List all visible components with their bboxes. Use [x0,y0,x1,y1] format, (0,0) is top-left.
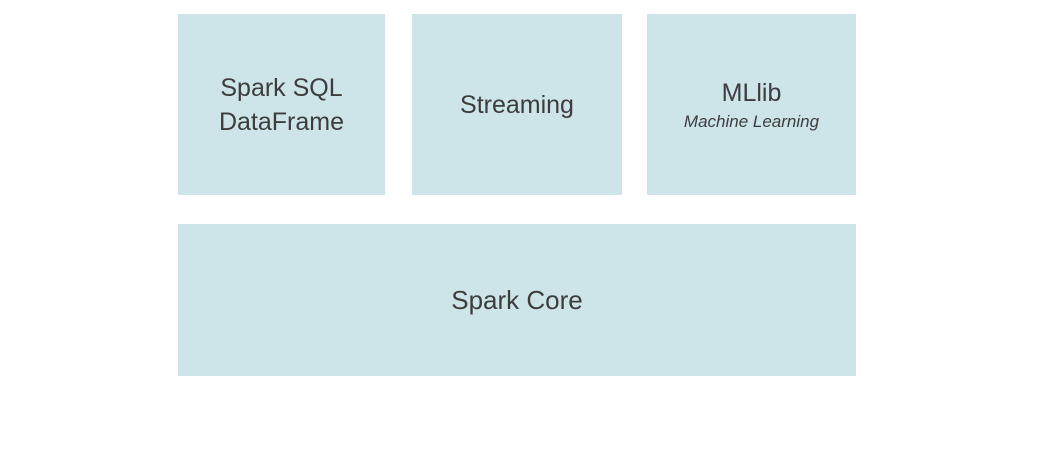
spark-sql-label-line2: DataFrame [218,107,345,136]
streaming-box: Streaming [412,14,622,195]
mllib-sublabel: Machine Learning [683,111,820,131]
spark-sql-dataframe-box: Spark SQL DataFrame [178,14,385,195]
mllib-box: MLlib Machine Learning [647,14,856,195]
streaming-label: Streaming [460,90,574,119]
mllib-label: MLlib [721,78,782,107]
spark-sql-label-line1: Spark SQL [220,73,343,102]
spark-core-box: Spark Core [178,224,856,376]
spark-core-label: Spark Core [451,285,583,315]
